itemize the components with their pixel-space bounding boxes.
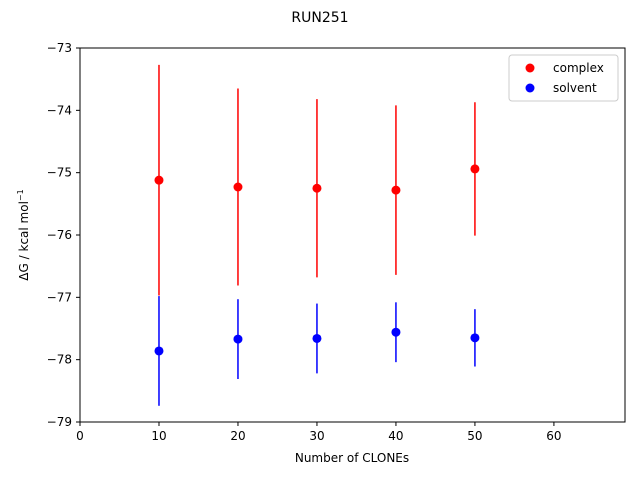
x-tick-label: 10	[151, 429, 166, 443]
plot-area	[80, 48, 625, 422]
solvent-point	[312, 333, 322, 343]
x-tick-label: 0	[76, 429, 84, 443]
y-tick-label: −79	[47, 415, 72, 429]
y-tick-label: −78	[47, 353, 72, 367]
solvent-point	[233, 334, 243, 344]
complex-point	[312, 183, 322, 193]
legend-label-solvent: solvent	[553, 81, 597, 95]
solvent-point	[391, 327, 401, 337]
x-axis-ticks: 0 10 20 30 40 50 60	[76, 422, 562, 443]
y-tick-label: −74	[47, 103, 72, 117]
y-tick-label: −75	[47, 166, 72, 180]
y-tick-label: −73	[47, 41, 72, 55]
x-tick-label: 20	[230, 429, 245, 443]
solvent-point	[154, 346, 164, 356]
legend: complex solvent	[508, 54, 619, 102]
legend-marker-complex	[525, 63, 535, 73]
complex-point	[154, 175, 164, 185]
data-marks	[154, 64, 480, 406]
legend-box	[508, 54, 619, 102]
series-complex	[154, 64, 480, 296]
complex-point	[470, 164, 480, 174]
y-axis-label-main: ΔG / kcal mol	[17, 201, 31, 281]
x-tick-label: 30	[309, 429, 324, 443]
plot-frame	[79, 47, 626, 423]
y-axis-label-superscript: −1	[16, 189, 25, 201]
y-tick-label: −76	[47, 228, 72, 242]
x-tick-label: 50	[467, 429, 482, 443]
x-axis-label: Number of CLONEs	[295, 451, 409, 465]
series-solvent	[154, 296, 480, 406]
chart-title: RUN251	[291, 10, 348, 26]
x-tick-label: 40	[388, 429, 403, 443]
complex-point	[391, 185, 401, 195]
legend-label-complex: complex	[553, 61, 604, 75]
legend-marker-solvent	[525, 83, 535, 93]
y-axis-ticks: −73 −74 −75 −76 −77 −78 −79	[47, 41, 80, 429]
x-tick-label: 60	[546, 429, 561, 443]
complex-point	[233, 182, 243, 192]
solvent-point	[470, 333, 480, 343]
y-tick-label: −77	[47, 290, 72, 304]
y-axis-label: ΔG / kcal mol−1	[16, 189, 31, 280]
